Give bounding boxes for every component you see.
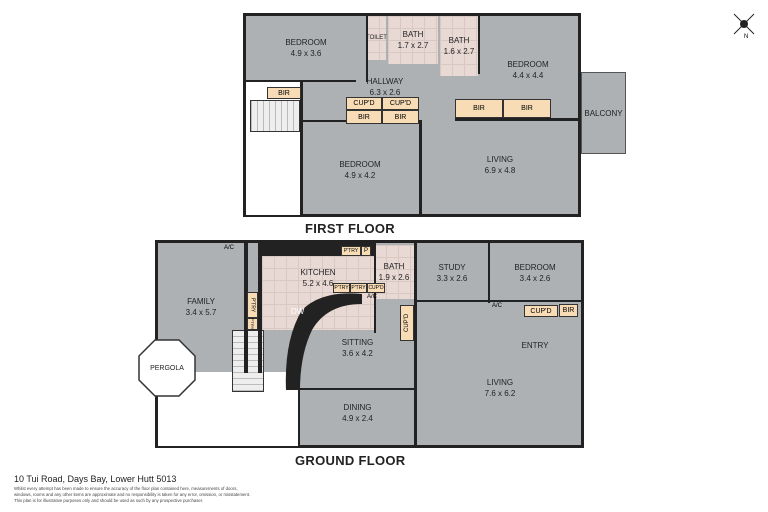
pergola-octagon [138, 339, 196, 397]
disclaimer: Whilst every attempt has been made to en… [14, 486, 250, 504]
room-size: 4.9 x 2.4 [342, 413, 373, 423]
wall [488, 243, 490, 303]
room-name: BATH [383, 262, 405, 271]
room-name: PERGOLA [150, 364, 184, 372]
kitchen-island [285, 293, 362, 390]
room-name: LIVING [486, 155, 514, 164]
room-size: 7.6 x 6.2 [484, 389, 516, 398]
room-size: 3.4 x 2.6 [519, 273, 551, 283]
cupboard-2: CUP'D [400, 305, 414, 341]
room-name: BEDROOM [514, 262, 556, 272]
wall [415, 300, 581, 302]
pantry-2: P'TRY [333, 283, 350, 293]
stairs [250, 100, 300, 132]
room-bath-2: BATH 1.6 x 2.7 [440, 16, 478, 76]
first-floor-title: FIRST FLOOR [305, 221, 395, 236]
room-hallway: HALLWAY 6.3 x 2.6 [330, 74, 440, 100]
room-living: LIVING 7.6 x 6.2 [440, 368, 560, 408]
room-size: 4.9 x 4.2 [344, 171, 376, 180]
cupboard-3: CUP'D [524, 305, 558, 317]
room-bath-1: BATH 1.7 x 2.7 [388, 16, 438, 64]
room-size: 6.9 x 4.8 [484, 166, 516, 175]
room-name: SITTING [341, 337, 374, 347]
room-size: 3.6 x 4.2 [342, 348, 373, 358]
room-size: 5.2 x 4.6 [302, 279, 334, 288]
compass-icon [733, 13, 755, 35]
room-name: KITCHEN [300, 268, 336, 277]
ac-label-3: A/C [492, 303, 503, 309]
bir-5: BIR [503, 99, 551, 118]
void-area [246, 137, 300, 215]
room-name: BALCONY [584, 108, 623, 118]
room-toilet: TOILET [366, 16, 387, 60]
room-living: LIVING 6.9 x 4.8 [440, 140, 560, 190]
wall [419, 120, 422, 215]
room-pergola: PERGOLA [137, 360, 197, 376]
room-size: 3.4 x 5.7 [185, 308, 217, 317]
room-size: 4.4 x 4.4 [512, 71, 544, 80]
wall [244, 243, 248, 373]
room-bedroom-1: BEDROOM 4.9 x 3.6 [246, 16, 366, 80]
room-size: 1.7 x 2.7 [397, 41, 429, 50]
pantry-p: P [361, 246, 371, 256]
room-name: BATH [402, 30, 424, 39]
pantry-1: P'TRY [341, 246, 361, 256]
bir-1: BIR [267, 87, 301, 99]
pantry-3: P'TRY [350, 283, 367, 293]
wall [298, 372, 300, 447]
wall [246, 80, 356, 82]
room-size: 4.9 x 3.6 [290, 49, 322, 58]
wall [300, 82, 303, 215]
room-entry: ENTRY [520, 335, 550, 355]
room-name: TOILET [366, 34, 387, 41]
room-name: LIVING [486, 378, 514, 387]
room-bedroom-2: BEDROOM 4.4 x 4.4 [478, 30, 578, 110]
wall [300, 388, 414, 390]
room-name: FAMILY [187, 297, 215, 306]
room-size: 1.6 x 2.7 [443, 47, 475, 56]
room-name: BEDROOM [507, 60, 549, 69]
ac-label-2: A/C [367, 294, 378, 300]
compass-north-label: N [744, 34, 749, 40]
disclaimer-line: Whilst every attempt has been made to en… [14, 486, 238, 491]
cupboard-1: CUP'D [367, 283, 385, 293]
bir-2: BIR [346, 110, 382, 124]
room-family: FAMILY 3.4 x 5.7 [158, 243, 244, 371]
room-size: 1.9 x 2.6 [378, 273, 410, 282]
wall [455, 118, 578, 121]
cupboard-2: CUP'D [382, 97, 419, 110]
address: 10 Tui Road, Days Bay, Lower Hutt 5013 [14, 474, 177, 484]
room-name: STUDY [438, 262, 466, 272]
wall [258, 243, 262, 373]
room-name: BATH [448, 36, 470, 45]
disclaimer-line: windows, rooms and any other items are a… [14, 492, 251, 497]
wall [478, 16, 480, 74]
room-bedroom-3: BEDROOM 4.9 x 4.2 [300, 140, 420, 200]
dishwasher-label: DW [291, 307, 305, 316]
bir: BIR [559, 304, 578, 317]
room-size: 6.3 x 2.6 [369, 88, 401, 97]
cupboard-1: CUP'D [346, 97, 382, 110]
bir-4: BIR [455, 99, 503, 118]
room-size: 3.3 x 2.6 [436, 273, 468, 283]
pantry-4: P'TRY [247, 292, 258, 318]
bir-3: BIR [382, 110, 419, 124]
wall [366, 16, 368, 82]
wall [414, 243, 417, 447]
room-balcony: BALCONY [581, 72, 626, 154]
ground-floor-title: GROUND FLOOR [295, 453, 406, 468]
disclaimer-line: This plan is for illustrative purposes o… [14, 498, 204, 503]
room-name: DINING [343, 402, 372, 412]
room-name: HALLWAY [366, 77, 404, 86]
pantry-5: P'TRY [247, 318, 258, 330]
room-name: ENTRY [521, 340, 549, 350]
room-name: BEDROOM [285, 38, 327, 47]
room-name: BEDROOM [339, 160, 381, 169]
ac-label-1: A/C [224, 245, 235, 251]
